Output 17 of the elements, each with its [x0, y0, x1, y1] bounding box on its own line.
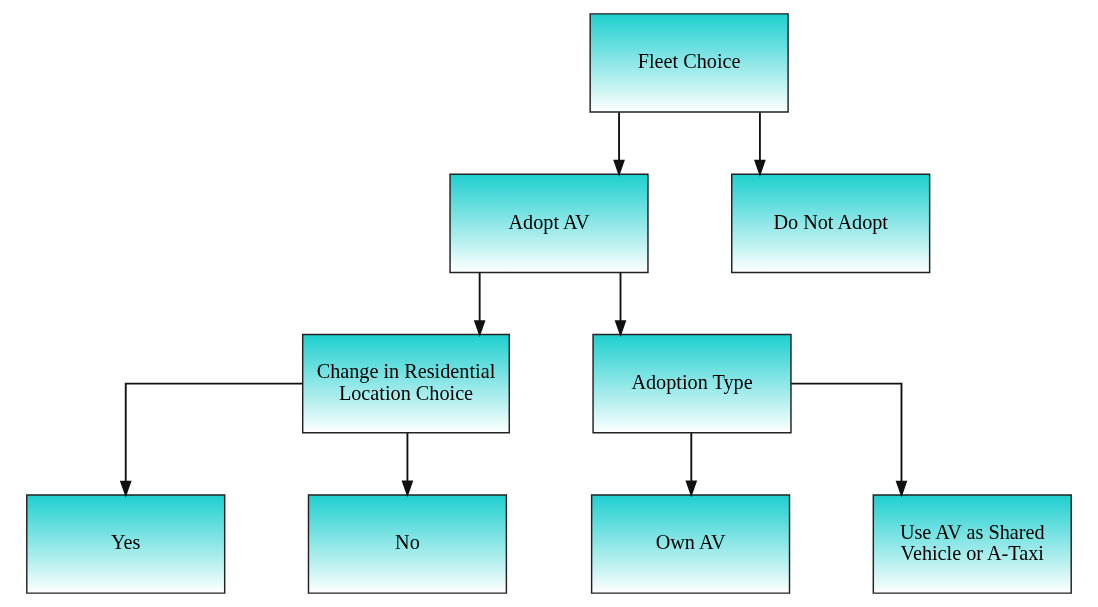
node-box: Adoption Type [592, 333, 792, 434]
arrow [613, 111, 625, 177]
node-box: No [307, 494, 508, 594]
arrow [614, 271, 627, 337]
node-box: Fleet Choice [589, 13, 789, 113]
arrow [754, 111, 766, 177]
arrow [473, 271, 486, 337]
node-box: Yes [26, 494, 226, 594]
node-box: Own AV [590, 494, 791, 594]
arrow [685, 432, 698, 498]
node-box: Change in Residential Location Choice [301, 333, 510, 434]
node-box: Do Not Adopt [731, 173, 931, 274]
arrow [790, 382, 908, 498]
node-box: Adopt AV [449, 173, 649, 274]
arrow [401, 432, 414, 498]
node-box: Use AV as Shared Vehicle or A-Taxi [872, 494, 1072, 594]
arrow [119, 382, 304, 498]
